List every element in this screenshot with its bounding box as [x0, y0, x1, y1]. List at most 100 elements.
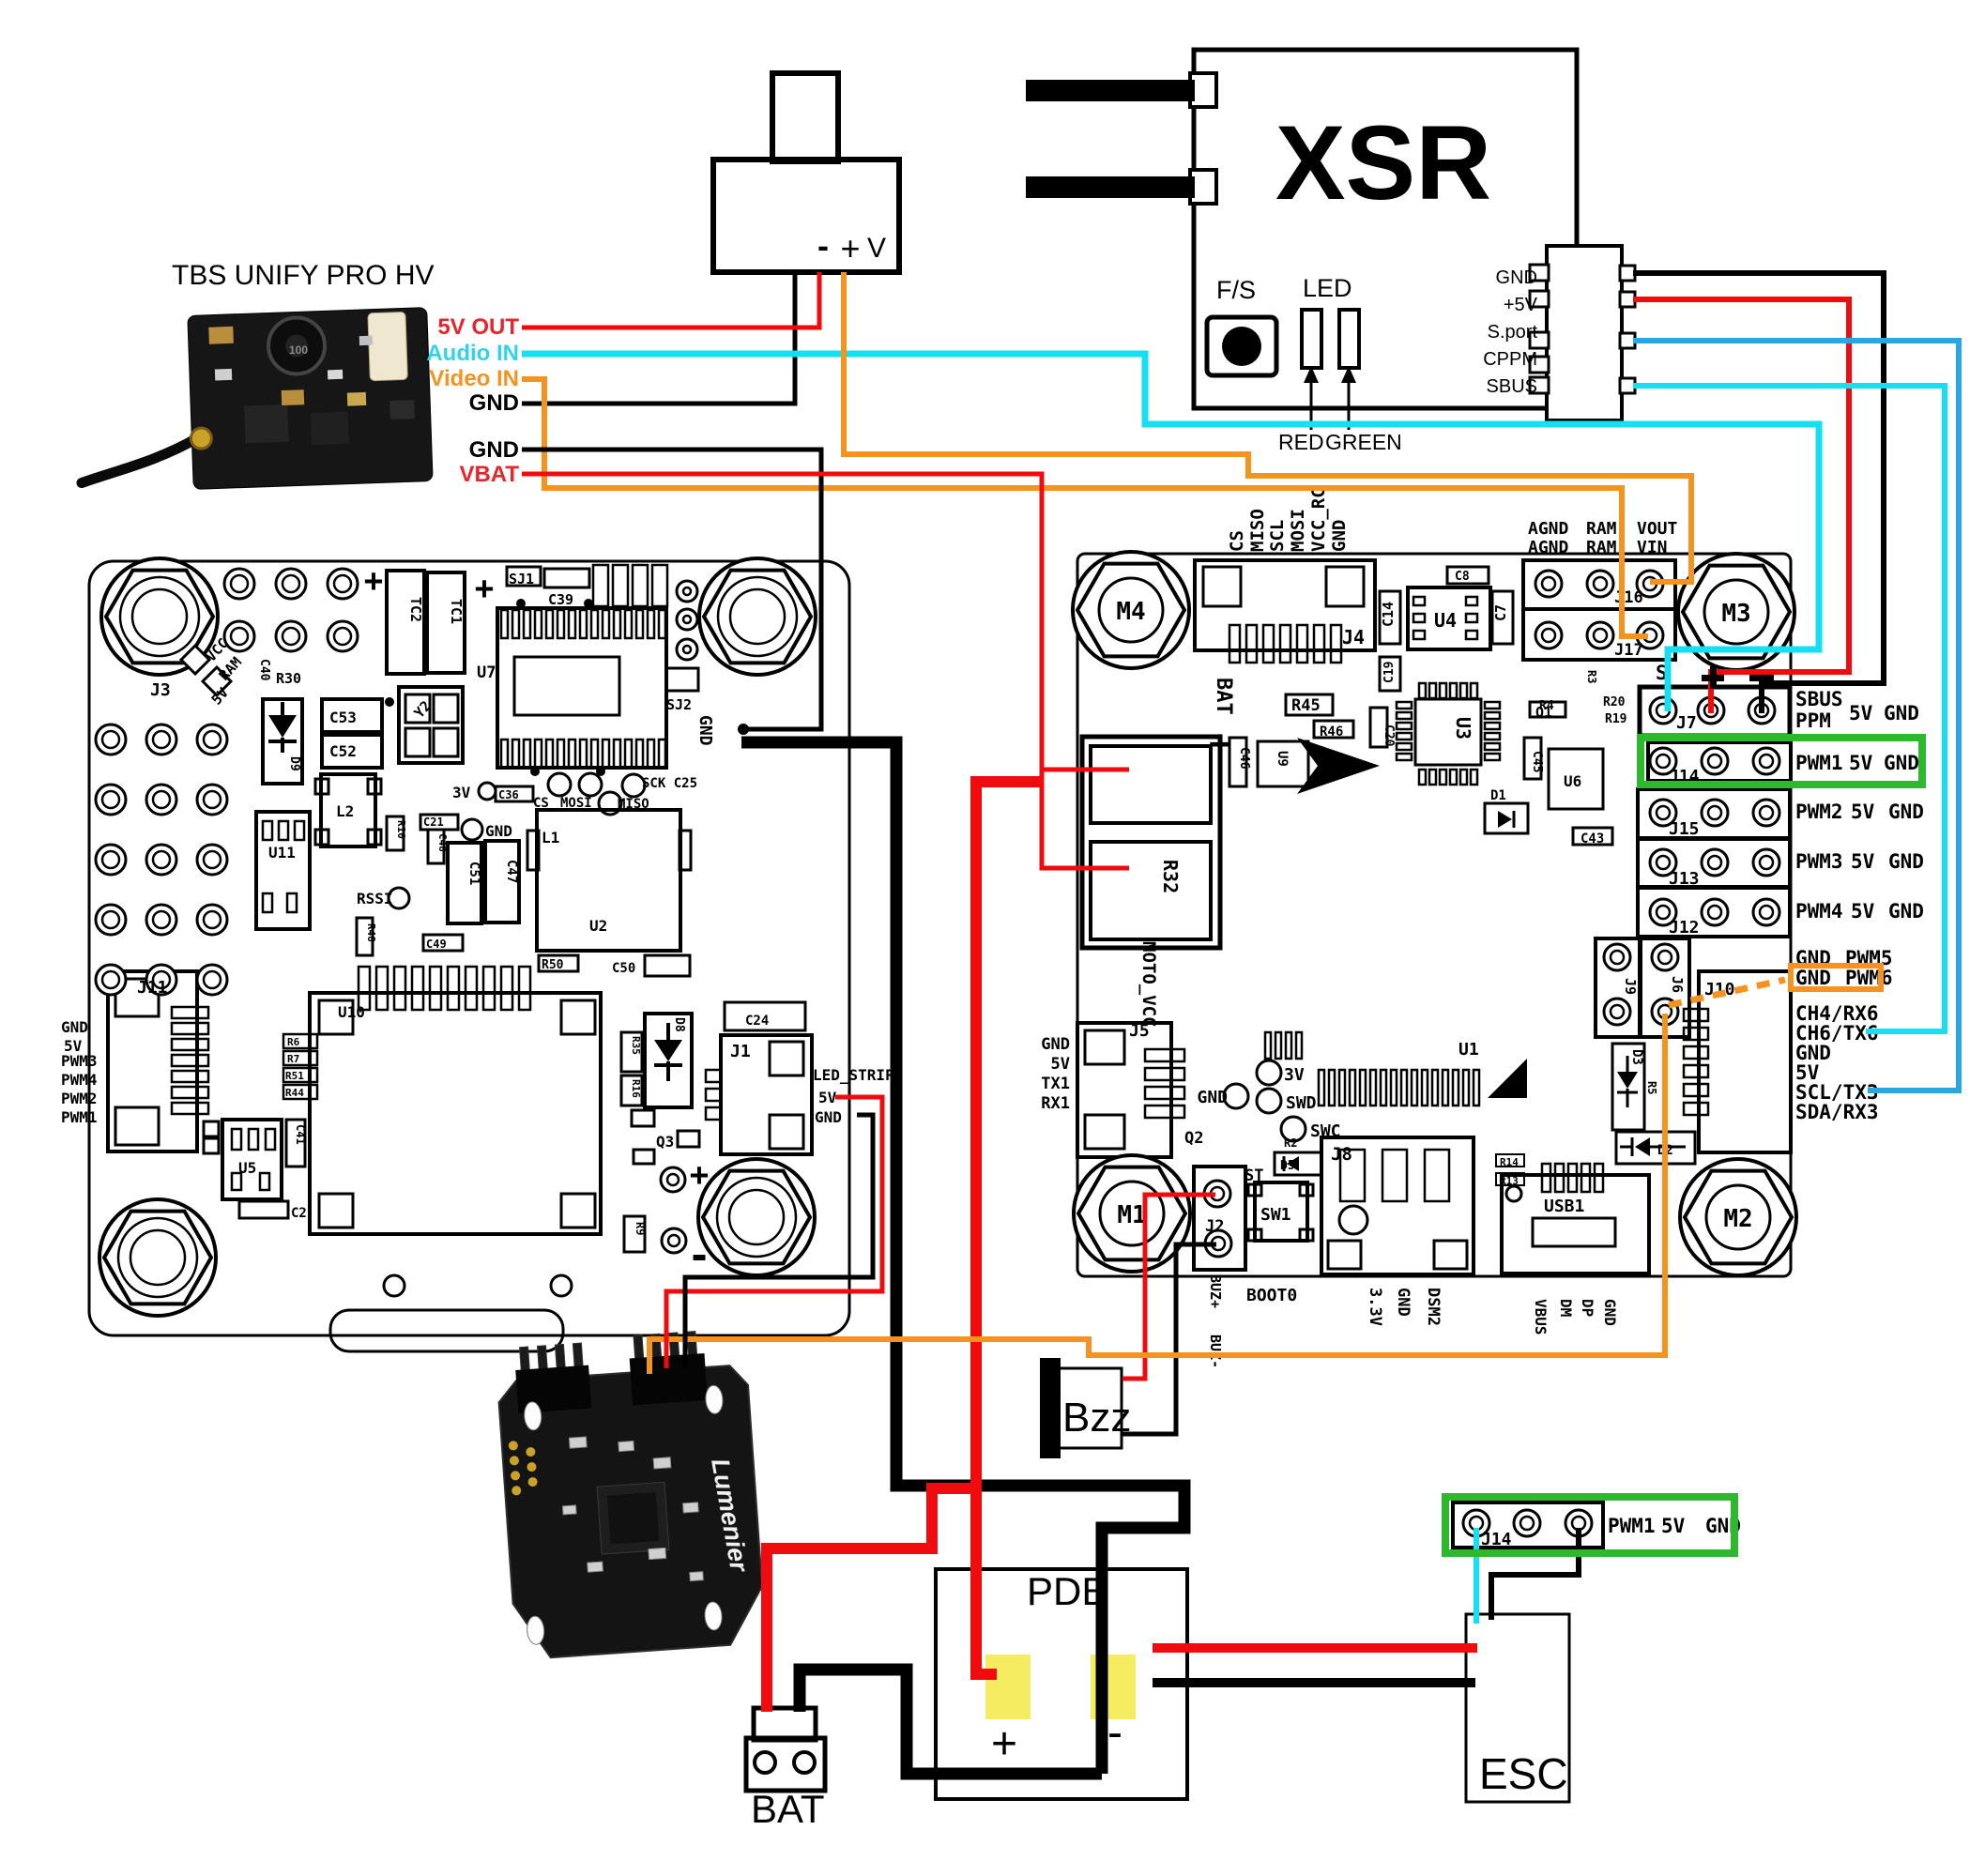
label: U9: [1275, 751, 1290, 767]
label: C36: [498, 788, 519, 801]
label: R4: [1539, 699, 1554, 713]
led-arrow-head-1: [1304, 366, 1319, 383]
through-hole-pin-inner: [1706, 854, 1723, 871]
component: [1528, 263, 1550, 282]
pin-pad: [1294, 1030, 1304, 1060]
xsr-led-green: GREEN: [1325, 430, 1402, 454]
label: J15: [1669, 819, 1700, 839]
bat-label: BAT: [751, 1787, 825, 1831]
motor-mount: [696, 1157, 817, 1277]
label: R46: [1320, 724, 1343, 740]
component: [619, 1030, 644, 1074]
label: J4: [1342, 626, 1365, 648]
label: AGND: [1528, 519, 1569, 539]
diode-d2-tri: [1635, 1137, 1650, 1156]
component: [1618, 331, 1637, 350]
wire-xsr-sbus: [1633, 383, 1947, 1034]
pin-pad: [522, 608, 532, 640]
pin-pad: [1412, 629, 1427, 641]
label: D3: [1629, 1049, 1644, 1065]
label: R51: [285, 1070, 304, 1082]
through-hole-pin-inner: [1706, 904, 1723, 921]
pad: [1279, 1115, 1307, 1143]
l1-box: [535, 808, 682, 953]
through-hole-pin: [195, 963, 229, 997]
label: SJ2: [666, 696, 692, 713]
pin-pad: [1143, 1047, 1186, 1063]
motor-mount: [1071, 550, 1191, 670]
pad: [546, 771, 573, 798]
pin-pad: [646, 738, 656, 770]
pin-pad: [170, 1053, 210, 1068]
label: SW1: [1260, 1205, 1291, 1225]
label: +: [475, 570, 494, 607]
pin-pad: [170, 1021, 210, 1036]
pin-pad: [464, 965, 479, 1012]
pin-pad: [1395, 752, 1413, 762]
through-hole-pin-inner: [229, 626, 250, 647]
pin-pad: [1682, 1063, 1710, 1079]
component: [432, 726, 460, 758]
pin-pad: [170, 1085, 210, 1100]
through-hole-pin: [1648, 897, 1678, 927]
pin-pad: [1682, 1082, 1710, 1098]
pin-pad: [1472, 1068, 1481, 1107]
pin-pad: [1368, 1068, 1378, 1107]
component: [1246, 1182, 1263, 1197]
pin-pad: [1420, 1068, 1429, 1107]
label: MISO: [1247, 509, 1268, 552]
motor-mount: [98, 1197, 218, 1318]
pin-pad: [1412, 595, 1427, 607]
through-hole-pin: [1700, 847, 1730, 877]
pin-pad: [282, 1049, 319, 1067]
component: [1445, 565, 1490, 586]
j14-esc-inner: [1451, 1501, 1605, 1549]
through-hole-pin: [145, 843, 178, 877]
through-hole-pin-inner: [1540, 627, 1557, 644]
pin-pad: [646, 608, 656, 640]
label: GND: [1329, 520, 1350, 552]
esc-box: [1464, 1612, 1571, 1804]
through-hole-pin-inner: [202, 849, 222, 870]
pin-pad: [1428, 768, 1438, 786]
pad: [597, 790, 623, 816]
pad: [738, 724, 749, 735]
label: 3V: [1284, 1065, 1305, 1085]
through-hole-pin-inner: [229, 573, 250, 594]
component: [678, 829, 693, 872]
component: [1324, 565, 1366, 608]
label: GND: [1041, 1035, 1070, 1054]
through-hole-pin-inner: [100, 849, 121, 870]
through-hole-pin: [1534, 620, 1564, 650]
through-hole-pin: [274, 619, 308, 653]
pin-pad: [293, 819, 306, 842]
component: [768, 1113, 805, 1151]
component: [317, 999, 355, 1036]
pin-pad: [1143, 1104, 1186, 1120]
j7-plus-v: [1710, 666, 1717, 689]
label: DSM2: [1424, 1288, 1443, 1326]
through-hole-pin: [94, 843, 128, 877]
pad: [516, 599, 526, 608]
label: GND: [1795, 967, 1831, 989]
pin-pad: [1417, 681, 1428, 700]
through-hole-pin: [222, 619, 256, 653]
pin-pad: [589, 738, 600, 770]
label: PWM2: [61, 1090, 98, 1107]
c24-box: [723, 1000, 807, 1032]
label: GND: [1888, 850, 1924, 873]
pin-pad: [1438, 681, 1448, 700]
label: PWM4: [61, 1071, 98, 1089]
esc-pwm1: PWM1: [1608, 1515, 1656, 1537]
mount-hole: [704, 1601, 723, 1631]
pin-pad: [556, 608, 566, 640]
label: D9: [287, 756, 301, 771]
pin-pad: [1379, 1068, 1388, 1107]
label: R19: [1605, 712, 1626, 726]
through-hole-pin: [222, 567, 256, 601]
label: C43: [1581, 831, 1604, 846]
motor-hex-nut: [701, 568, 814, 665]
through-hole-pin-inner: [281, 626, 301, 647]
diode-d3: [1617, 1056, 1638, 1107]
